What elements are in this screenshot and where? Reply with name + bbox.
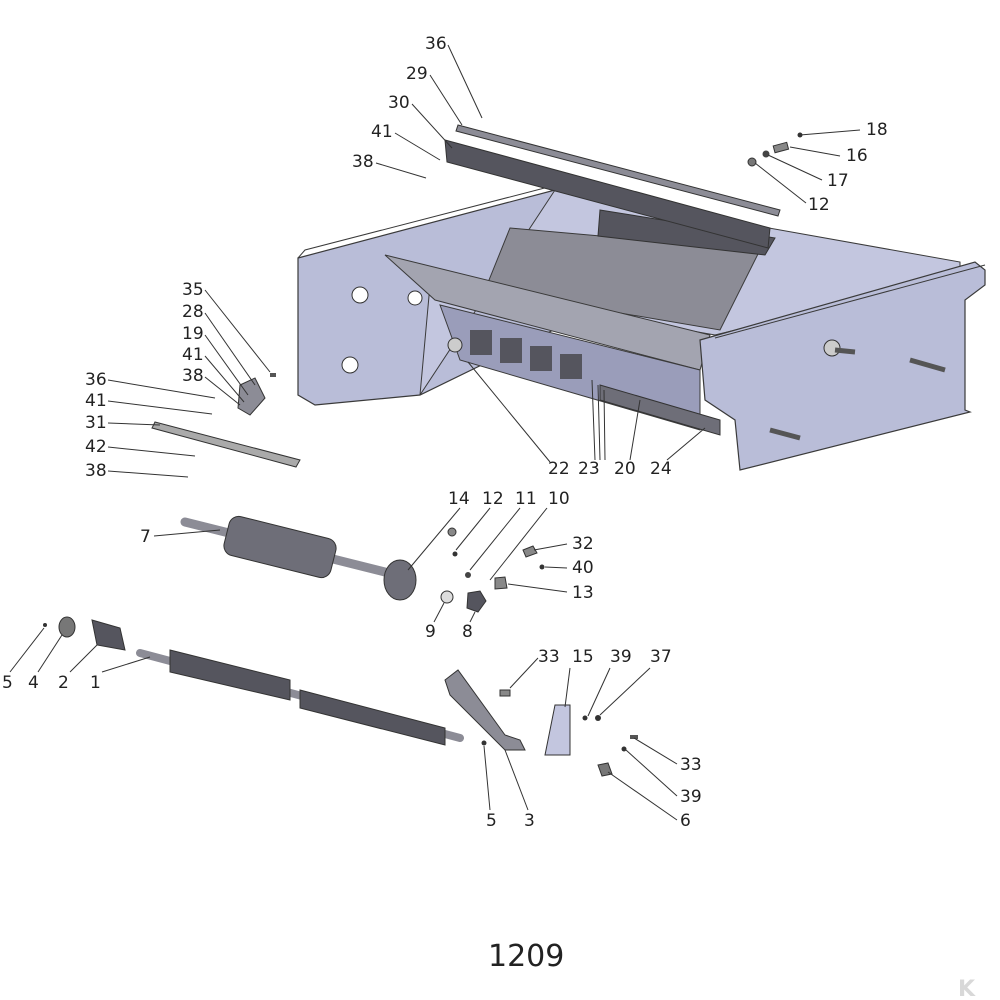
callout-9: 9 [425,622,436,642]
callout-12b: 12 [482,489,504,509]
callout-38: 38 [352,152,374,172]
callout-32: 32 [572,534,594,554]
callout-20: 20 [614,459,636,479]
callout-15: 15 [572,647,594,667]
callout-39b: 39 [680,787,702,807]
left-bracket-parts [151,373,301,468]
callout-38c: 38 [85,461,107,481]
callout-36b: 36 [85,370,107,390]
callout-2: 2 [58,673,69,693]
callout-13: 13 [572,583,594,603]
figure-number: 1209 [488,939,564,974]
callout-10: 10 [548,489,570,509]
callout-30: 30 [388,93,410,113]
callout-labels: 36 29 30 41 38 18 16 17 12 35 28 19 41 3… [2,34,888,831]
gear-roller-shaft [180,515,417,601]
top-cover-strip-parts [444,124,781,249]
paddle-shaft [43,616,464,746]
fittings-top-right [747,132,803,167]
callout-23: 23 [578,459,600,479]
callout-14: 14 [448,489,470,509]
callout-41c: 41 [85,391,107,411]
callout-28: 28 [182,302,204,322]
callout-33b: 33 [680,755,702,775]
callout-41b: 41 [182,345,204,365]
callout-12: 12 [808,195,830,215]
callout-22: 22 [548,459,570,479]
callout-41: 41 [371,122,393,142]
callout-11: 11 [515,489,537,509]
svg-text:K: K [958,977,976,1000]
hopper-frame-assembly [297,183,986,471]
callout-42: 42 [85,437,107,457]
callout-5: 5 [2,673,13,693]
lever-and-plate-parts [444,669,638,777]
callout-37: 37 [650,647,672,667]
callout-39: 39 [610,647,632,667]
callout-33: 33 [538,647,560,667]
callout-8: 8 [462,622,473,642]
callout-16: 16 [846,146,868,166]
watermark-logo: K [958,977,976,1000]
callout-3: 3 [524,811,535,831]
callout-19: 19 [182,324,204,344]
callout-29: 29 [406,64,428,84]
callout-1: 1 [90,673,101,693]
callout-17: 17 [827,171,849,191]
callout-31: 31 [85,413,107,433]
callout-38b: 38 [182,366,204,386]
callout-35: 35 [182,280,204,300]
callout-18: 18 [866,120,888,140]
callout-7: 7 [140,527,151,547]
callout-4: 4 [28,673,39,693]
callout-36: 36 [425,34,447,54]
callout-24: 24 [650,459,672,479]
callout-40: 40 [572,558,594,578]
small-parts-cluster [440,527,545,613]
callout-5b: 5 [486,811,497,831]
callout-6: 6 [680,811,691,831]
